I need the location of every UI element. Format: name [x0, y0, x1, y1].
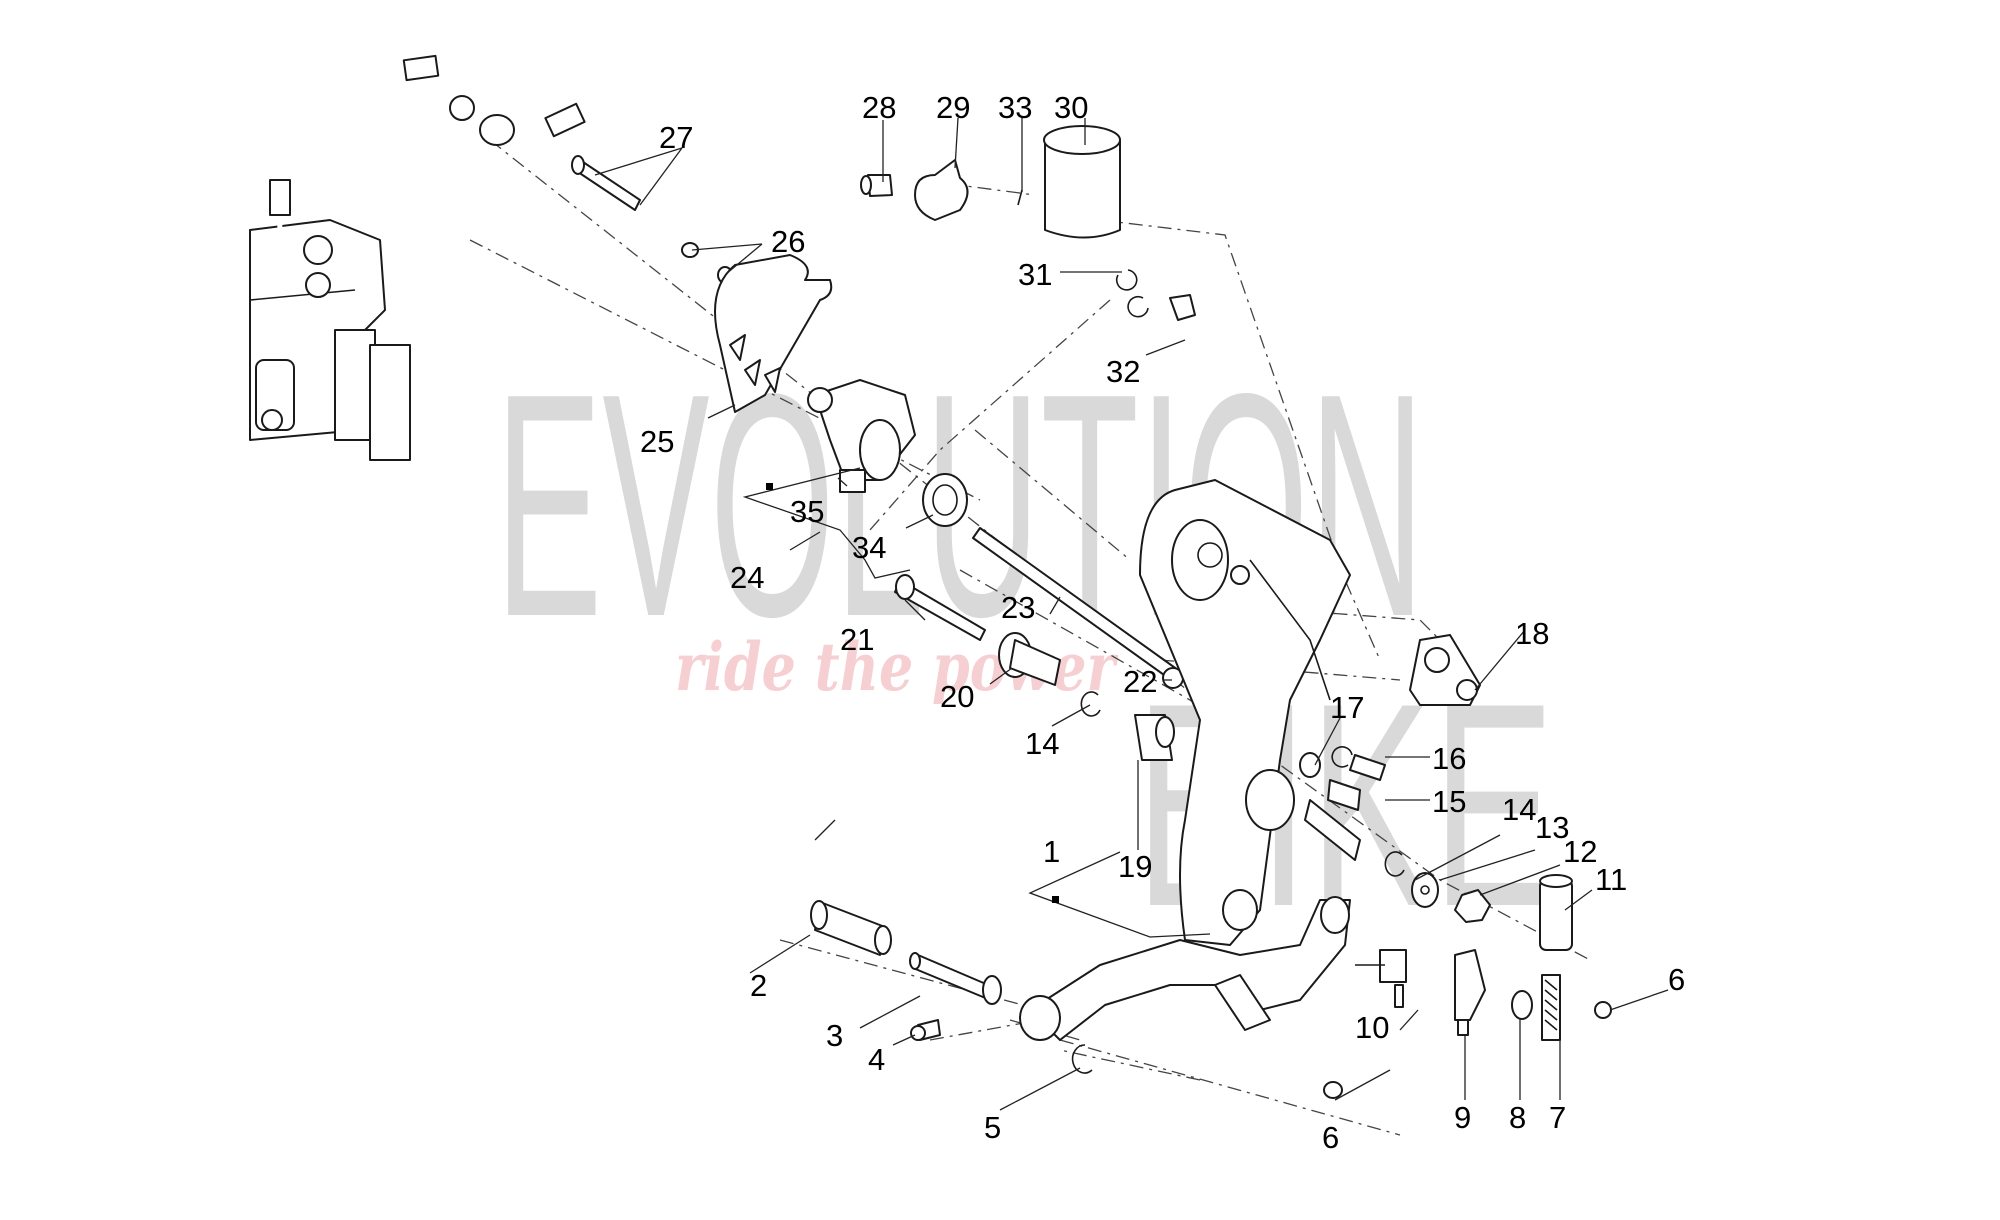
callout-15: 15: [1432, 784, 1466, 819]
callout-2: 2: [750, 968, 767, 1003]
callout-24: 24: [730, 560, 764, 595]
callout-28: 28: [862, 90, 896, 125]
callout-35: 35: [790, 494, 824, 529]
callout-32: 32: [1106, 354, 1140, 389]
callout-16: 16: [1432, 741, 1466, 776]
callout-7: 7: [1549, 1100, 1566, 1135]
part-20-bushing: [998, 632, 1061, 686]
group-marker-1: [1052, 896, 1059, 903]
callout-9: 9: [1454, 1100, 1471, 1135]
switch-and-spring-parts: [1323, 949, 1612, 1099]
footpeg-parts: [810, 900, 1093, 1074]
brake-pedal: [1019, 896, 1351, 1041]
callout-17: 17: [1330, 690, 1364, 725]
callout-1: 1: [1043, 834, 1060, 869]
callout-6-bottom: 6: [1322, 1120, 1339, 1155]
callout-23: 23: [1001, 590, 1035, 625]
callout-27: 27: [659, 120, 693, 155]
part-24-master-cylinder: [807, 379, 916, 493]
callout-12: 12: [1563, 834, 1597, 869]
callout-10: 10: [1355, 1010, 1389, 1045]
main-bracket: [1139, 479, 1361, 946]
part-18-bracket: [1409, 634, 1481, 706]
part-19-spacer: [1134, 714, 1175, 761]
reservoir-parts: [860, 125, 1196, 321]
part-25-guard: [714, 254, 833, 413]
part-34-boot: [922, 473, 968, 527]
part-27-banjo-bolts: [571, 155, 641, 211]
brake-hose: [269, 42, 586, 231]
callout-33: 33: [998, 90, 1032, 125]
part-21-bolt: [894, 574, 986, 641]
callout-26: 26: [771, 224, 805, 259]
callout-3: 3: [826, 1018, 843, 1053]
callout-8: 8: [1509, 1100, 1526, 1135]
callout-11: 11: [1595, 862, 1627, 897]
callout-20: 20: [940, 679, 974, 714]
callout-31: 31: [1018, 257, 1052, 292]
callout-21: 21: [840, 622, 874, 657]
leader-lines: [594, 117, 1669, 1111]
callout-34: 34: [852, 530, 886, 565]
part-14-circlips: [1080, 691, 1405, 877]
part-11-sleeve: [1539, 874, 1573, 951]
abs-unit: [249, 219, 411, 461]
parts-15-16-17: [1299, 746, 1386, 811]
callout-5: 5: [984, 1110, 1001, 1145]
callout-22: 22: [1123, 664, 1157, 699]
callout-14-left: 14: [1025, 726, 1059, 761]
callout-29: 29: [936, 90, 970, 125]
callout-13: 13: [1535, 810, 1569, 845]
callout-19: 19: [1118, 849, 1152, 884]
callouts: 1 2 3 4 5 6 6 7 8 9 10 11 12 13 14 14 15…: [640, 90, 1685, 1155]
callout-25: 25: [640, 424, 674, 459]
callout-4: 4: [868, 1042, 885, 1077]
group-brackets: [742, 467, 1211, 938]
callout-14-right: 14: [1502, 792, 1536, 827]
callout-18: 18: [1515, 616, 1549, 651]
callout-6-right: 6: [1668, 962, 1685, 997]
parts-12-13-washer-nut: [1411, 872, 1491, 923]
callout-30: 30: [1054, 90, 1088, 125]
group-marker-24: [766, 483, 773, 490]
